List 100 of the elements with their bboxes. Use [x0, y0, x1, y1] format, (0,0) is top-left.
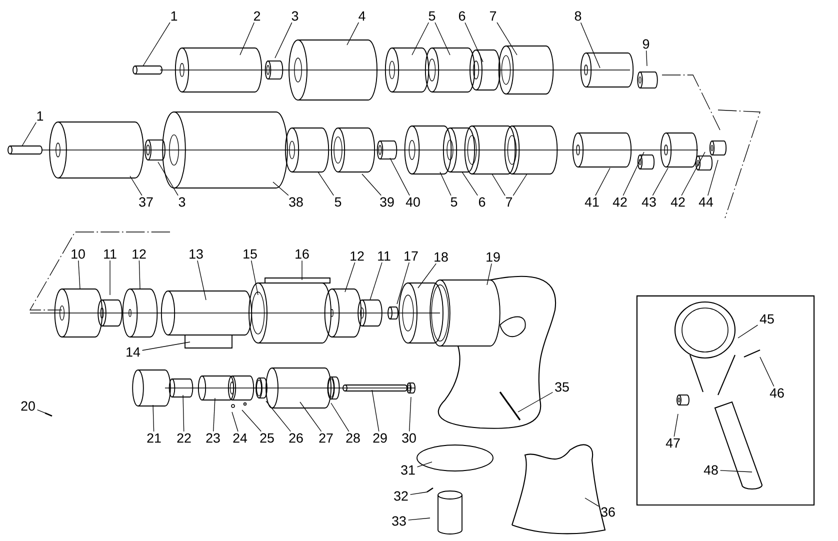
leader-line	[197, 260, 206, 300]
inset-frame	[636, 295, 815, 506]
leader-line	[266, 400, 291, 432]
leader-line	[130, 176, 142, 196]
leader-line	[518, 392, 554, 412]
callout-number: 20	[21, 401, 35, 411]
leader-line	[418, 263, 436, 288]
callout-number: 45	[760, 314, 774, 324]
leader-line	[434, 22, 450, 56]
callout-number: 5	[334, 197, 342, 207]
leader-line	[708, 160, 718, 196]
leader-line	[272, 182, 289, 196]
leader-line	[622, 152, 644, 196]
leader-line	[396, 262, 410, 304]
callout-number: 2	[254, 11, 260, 21]
leader-line	[372, 390, 380, 432]
callout-number: 33	[392, 516, 406, 526]
leader-line	[652, 168, 668, 196]
leader-line	[681, 152, 706, 196]
callout-number: 1	[37, 111, 44, 121]
callout-number: 29	[373, 433, 387, 443]
leader-line	[674, 414, 678, 437]
callout-number: 13	[190, 249, 203, 259]
callout-number: 26	[289, 433, 303, 443]
leader-line	[416, 462, 432, 468]
leader-line	[760, 356, 774, 387]
callout-number: 41	[584, 197, 599, 207]
callout-number: 19	[486, 252, 500, 262]
callout-number: 40	[406, 197, 420, 207]
leader-line	[410, 492, 428, 495]
callout-number: 10	[72, 249, 85, 259]
leader-line	[152, 404, 154, 432]
leader-line	[232, 412, 238, 432]
callout-number: 23	[206, 433, 220, 443]
callout-number: 42	[612, 197, 627, 207]
callout-number: 36	[601, 507, 615, 517]
callout-number: 7	[506, 197, 512, 207]
callout-number: 38	[289, 197, 303, 207]
leader-line	[242, 410, 262, 432]
callout-number: 12	[132, 249, 146, 259]
callout-number: 22	[177, 433, 191, 443]
callout-number: 5	[450, 197, 458, 207]
leader-line	[464, 22, 484, 62]
leader-line	[390, 158, 410, 196]
leader-line	[240, 22, 254, 56]
leader-line	[158, 162, 178, 196]
leader-line	[462, 172, 478, 196]
callout-number: 9	[642, 39, 650, 49]
leader-line	[142, 342, 190, 351]
callout-number: 35	[555, 382, 569, 392]
callout-number: 27	[319, 433, 333, 443]
callout-number: 25	[260, 433, 274, 443]
leader-line	[412, 22, 429, 56]
leader-line	[492, 174, 506, 196]
leader-line	[318, 172, 334, 196]
callout-number: 47	[666, 438, 680, 448]
callout-number: 39	[380, 197, 394, 207]
callout-number: 3	[292, 11, 298, 21]
callout-number: 48	[704, 465, 718, 475]
leader-line	[486, 263, 492, 286]
leader-line	[440, 172, 452, 196]
leader-line	[346, 22, 359, 46]
leader-line	[142, 22, 170, 66]
callout-number: 46	[770, 388, 784, 398]
leader-line	[362, 174, 382, 196]
leader-line	[584, 498, 600, 507]
callout-number: 43	[642, 197, 656, 207]
callout-number: 1	[171, 11, 178, 21]
callout-number: 4	[358, 11, 366, 21]
leader-line	[408, 518, 430, 520]
leader-line	[182, 394, 184, 432]
leader-line	[36, 409, 46, 414]
callout-number: 30	[402, 433, 416, 443]
leader-line	[22, 122, 36, 146]
leader-line	[595, 168, 610, 196]
leader-line	[496, 22, 518, 56]
leader-line	[78, 260, 80, 290]
leader-line	[300, 402, 322, 432]
callout-number: 14	[126, 347, 140, 357]
leader-line	[738, 324, 758, 338]
leader-line	[720, 470, 752, 472]
callout-number: 3	[178, 197, 186, 207]
callout-number: 42	[670, 197, 685, 207]
callout-number: 31	[401, 465, 415, 475]
callout-number: 5	[428, 11, 436, 21]
callout-number: 12	[350, 251, 364, 261]
callout-number: 44	[698, 197, 714, 207]
leader-line	[580, 22, 600, 68]
callout-number: 7	[490, 11, 496, 21]
callout-number: 17	[404, 251, 418, 261]
callout-number: 28	[346, 433, 360, 443]
callout-number: 32	[394, 491, 408, 501]
leader-line	[512, 174, 528, 196]
leader-line	[370, 262, 382, 300]
callout-number: 11	[104, 249, 116, 259]
callout-number: 6	[458, 11, 466, 21]
leader-line	[409, 396, 412, 432]
callout-number: 21	[147, 433, 161, 443]
callout-number: 15	[244, 249, 257, 259]
leader-line	[138, 260, 140, 290]
